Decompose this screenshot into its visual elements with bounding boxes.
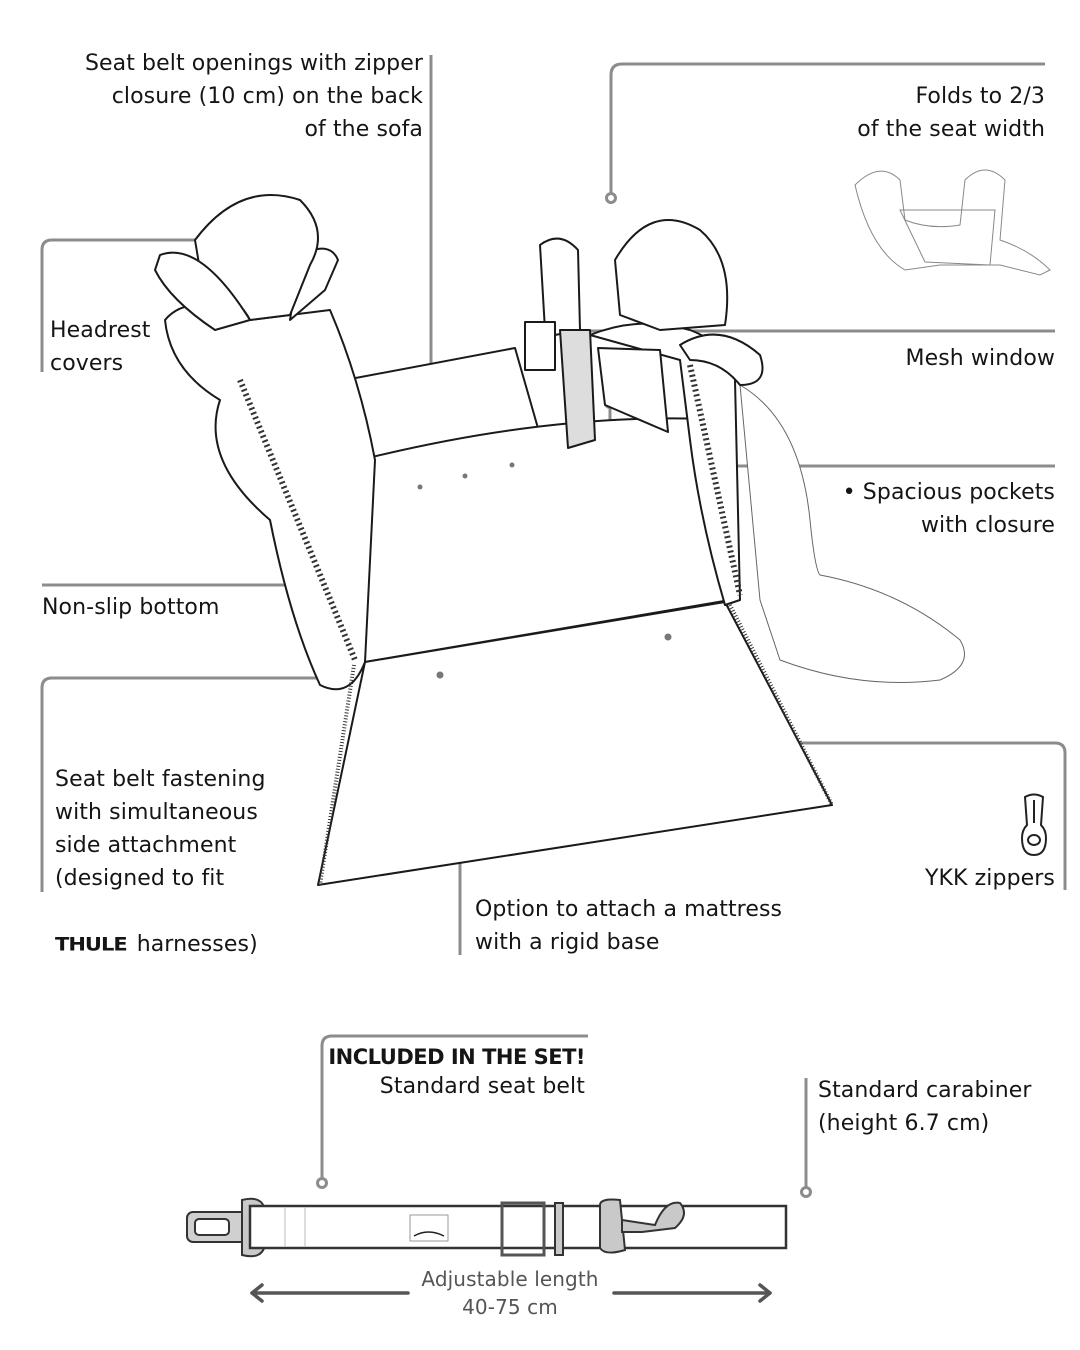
label-mesh-window: Mesh window [905,346,1055,371]
label-non-slip: Non-slip bottom [42,595,220,620]
ykk-zipper-icon [1020,793,1048,857]
right-seat-outline [739,384,965,683]
big-headrest [614,219,729,331]
mesh-strip [559,329,596,449]
label-mattress: Option to attach a mattress with a rigid… [475,897,783,955]
thule-logo: THULE [55,933,128,955]
fastening-text: Seat belt fastening with simultaneous si… [55,767,266,891]
label-seat-belt-fastening: Seat belt fastening with simultaneous si… [55,730,266,961]
right-wing [679,333,764,386]
seat-belt-drawing [186,1197,788,1258]
label-standard-belt: Standard seat belt [379,1074,585,1099]
label-headrest-covers: Headrest covers [50,318,151,376]
length-arrow [250,1283,772,1303]
label-seat-belt-openings: Seat belt openings with zipper closure (… [84,51,423,142]
left-wall [164,304,376,691]
pocket [597,347,669,433]
bebobi-logo [409,1214,449,1242]
label-pockets: • Spacious pockets with closure [842,480,1055,538]
seat-cover-drawing [154,194,965,886]
harnesses-text: harnesses) [136,932,258,957]
zipper-right [687,364,834,806]
zipper-left [237,378,358,886]
small-headrest [539,237,581,336]
folds-thumbnail [854,169,1051,276]
label-carabiner: Standard carabiner (height 6.7 cm) [818,1078,1032,1136]
left-wing [154,251,251,331]
included-badge: INCLUDED IN THE SET! [328,1045,585,1069]
label-adjustable-length: Adjustable length 40-75 cm [421,1267,599,1319]
label-folds: Folds to 2/3 of the seat width [857,84,1045,142]
left-pocket [524,321,556,371]
label-ykk: YKK zippers [924,866,1055,891]
